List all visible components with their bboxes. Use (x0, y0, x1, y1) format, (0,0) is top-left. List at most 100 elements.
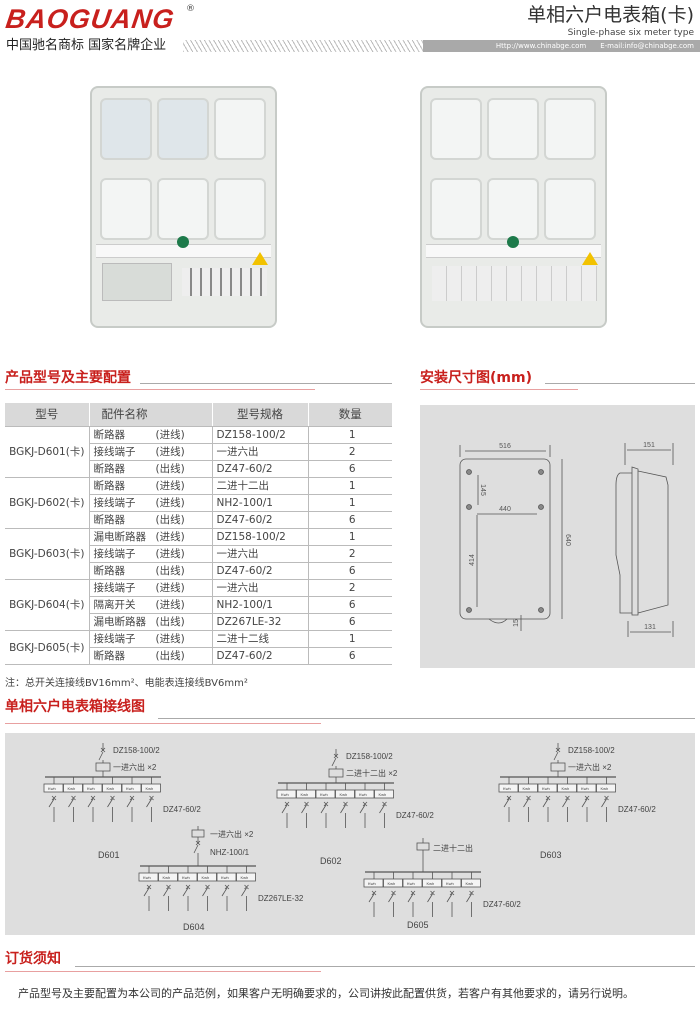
part-direction: (出线) (155, 565, 185, 577)
breaker-x-icon (146, 884, 152, 890)
terminal-label: 一进六出 ×2 (568, 762, 612, 772)
branch-switch (388, 893, 394, 903)
dim-top-gap: 145 (479, 484, 486, 496)
part-name: 断路器 (93, 650, 126, 662)
model-cell: BGKJ-D605(卡) (5, 630, 89, 665)
meter-label: Kwh (87, 786, 95, 791)
branch-switch (368, 893, 375, 903)
config-table: 型号 配件名称 型号规格 数量 BGKJ-D601(卡)断路器(进线)DZ158… (5, 403, 392, 665)
col-model: 型号 (5, 403, 89, 427)
breaker-x-icon (185, 884, 191, 890)
email-link[interactable]: E-mail:info@chinabge.com (600, 42, 694, 50)
branch-switch (359, 804, 366, 814)
branch-switch (87, 798, 94, 808)
breaker-x-icon (71, 795, 76, 801)
breaker-x-icon (371, 890, 377, 896)
energy-meter-icon (177, 872, 198, 882)
branch-switch (281, 804, 288, 814)
part-cell: 断路器(进线) (88, 477, 212, 495)
breaker-x-icon (284, 801, 290, 807)
breaker-x-icon (391, 890, 396, 896)
breaker-x-icon (565, 795, 570, 801)
branch-switch (143, 887, 150, 897)
breaker-x-icon (224, 884, 230, 890)
part-direction: (进线) (155, 531, 185, 543)
main-switch (193, 844, 199, 854)
hatch-divider (183, 40, 423, 52)
order-heading: 订货须知 (5, 951, 61, 967)
energy-meter-icon (296, 789, 316, 799)
part-name: 隔离开关 (93, 599, 136, 611)
dim-lower-gap: 414 (469, 554, 476, 566)
part-cell: 接线端子(进线) (88, 494, 212, 512)
qty-cell: 1 (307, 494, 392, 512)
energy-meter-icon (498, 783, 519, 793)
product-photo-empty (420, 86, 607, 328)
part-direction: (出线) (155, 650, 185, 662)
part-cell: 漏电断路器(出线) (88, 613, 212, 631)
terminal-label: 一进六出 ×2 (113, 762, 157, 772)
part-name: 漏电断路器 (93, 616, 147, 628)
main-breaker-label: DZ158-100/2 (113, 746, 160, 755)
part-cell: 隔离开关 (进线) (88, 596, 212, 614)
qty-cell: 6 (307, 596, 392, 614)
branch-switch (241, 887, 247, 897)
table-note: 注：总开关连接线BV16mm²、电能表连接线BV6mm² (5, 678, 248, 689)
col-spec: 型号规格 (211, 403, 308, 427)
part-name: 接线端子 (93, 446, 136, 458)
energy-meter-icon (102, 783, 122, 793)
breaker-x-icon (244, 884, 249, 890)
website-link[interactable]: Http://www.chinabge.com (495, 42, 587, 50)
branch-breaker-label: DZ47-60/2 (618, 805, 656, 814)
part-direction: (出线) (155, 463, 185, 475)
breaker-x-icon (149, 795, 154, 801)
branch-switch (340, 804, 346, 814)
branch-switch (146, 798, 152, 808)
breaker-x-icon (410, 890, 416, 896)
part-cell: 断路器(出线) (88, 511, 212, 529)
part-cell: 断路器(进线) (88, 426, 212, 444)
branch-switch (379, 804, 385, 814)
breaker-x-icon (129, 795, 135, 801)
branch-switch (163, 887, 169, 897)
breaker-x-icon (205, 884, 210, 890)
part-name: 漏电断路器 (93, 531, 147, 543)
spec-cell: DZ47-60/2 (211, 460, 308, 478)
page-subtitle: Single-phase six meter type (567, 28, 694, 38)
terminal-box-icon (328, 768, 344, 778)
config-heading: 产品型号及主要配置 (5, 370, 131, 386)
part-direction: (进线) (155, 446, 185, 458)
meter-label: Kwh (368, 881, 376, 886)
breaker-x-icon (584, 795, 590, 801)
terminal-box-icon (191, 829, 205, 838)
breaker-x-icon (195, 840, 201, 846)
meter-label: Kwh (281, 792, 289, 797)
part-cell: 接线端子(进线) (88, 630, 212, 648)
main-switch (553, 751, 559, 761)
breaker-x-icon (323, 801, 329, 807)
energy-meter-icon (557, 783, 577, 793)
breaker-x-icon (362, 801, 368, 807)
spec-cell: DZ267LE-32 (211, 613, 308, 631)
breaker-x-icon (555, 747, 561, 753)
dimension-heading: 安装尺寸图(mm) (420, 370, 532, 386)
qty-cell: 6 (307, 511, 392, 529)
meter-label: Kwh (427, 881, 435, 886)
col-qty: 数量 (307, 403, 392, 427)
meter-label: Kwh (542, 786, 550, 791)
part-direction: (进线) (155, 599, 185, 611)
part-name: 断路器 (93, 565, 126, 577)
spec-cell: DZ47-60/2 (211, 562, 308, 580)
brand-logo: BAOGUANG (3, 4, 177, 34)
col-part: 配件名称 (88, 403, 212, 427)
part-name: 断路器 (93, 480, 126, 492)
breaker-x-icon (449, 890, 455, 896)
